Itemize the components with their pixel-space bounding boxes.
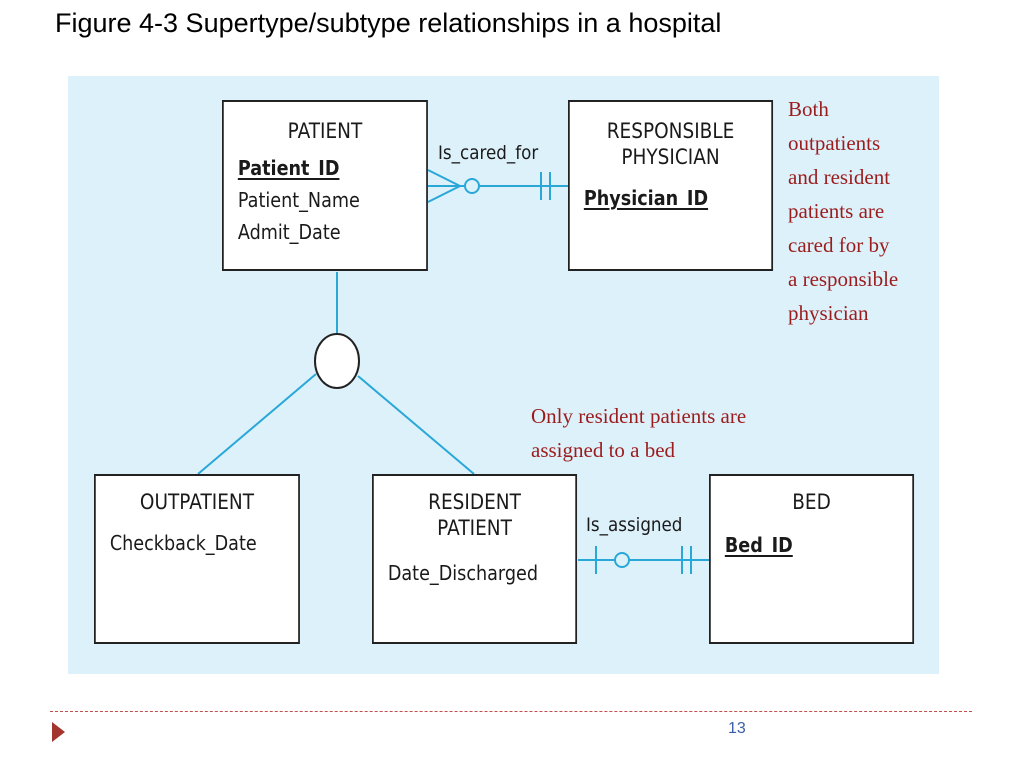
note-line: Both	[788, 97, 829, 121]
optional-circle-bed	[614, 552, 630, 568]
physician-id-attr: Physician_ID	[583, 186, 709, 210]
subtype-line-resident	[357, 375, 475, 475]
checkback-date-attr: Checkback_Date	[109, 531, 257, 555]
note-line: a responsible	[788, 267, 899, 291]
resident-name-line2: PATIENT	[437, 516, 512, 540]
note-line: and resident	[788, 165, 891, 189]
entity-bed-name: BED	[792, 490, 831, 514]
date-discharged-attr: Date_Discharged	[387, 561, 539, 585]
resident-name-line1: RESIDENT	[428, 490, 521, 514]
crows-foot-many	[427, 169, 463, 203]
bed-id-attr: Bed_ID	[724, 533, 793, 557]
entity-outpatient: OUTPATIENT Checkback_Date	[94, 474, 300, 644]
note-line: assigned to a bed	[531, 438, 676, 462]
subtype-circle	[314, 333, 360, 389]
entity-responsible-physician: RESPONSIBLE PHYSICIAN Physician_ID	[568, 100, 774, 271]
entity-resident-patient: RESIDENT PATIENT Date_Discharged	[372, 474, 578, 644]
patient-name-attr: Patient_Name	[237, 188, 360, 212]
physician-note: Both outpatients and resident patients a…	[788, 92, 898, 330]
note-line: cared for by	[788, 233, 890, 257]
entity-patient: PATIENT Patient_ID Patient_Name Admit_Da…	[222, 100, 428, 271]
footer-divider	[50, 711, 972, 712]
entity-outpatient-name: OUTPATIENT	[139, 490, 254, 514]
physician-name-line2: PHYSICIAN	[621, 145, 720, 169]
entity-bed: BED Bed_ID	[709, 474, 915, 644]
physician-name-line1: RESPONSIBLE	[606, 119, 735, 143]
slide-title: Figure 4-3 Supertype/subtype relationshi…	[55, 8, 722, 38]
is-assigned-label: Is_assigned	[586, 514, 683, 536]
footer-arrow-icon	[52, 722, 65, 742]
optional-circle	[464, 178, 480, 194]
note-line: outpatients	[788, 131, 881, 155]
bed-note: Only resident patients are assigned to a…	[531, 399, 746, 467]
is-cared-for-label: Is_cared_for	[438, 142, 539, 164]
note-line: physician	[788, 301, 869, 325]
admit-date-attr: Admit_Date	[237, 220, 341, 244]
patient-id-attr: Patient_ID	[237, 156, 340, 180]
note-line: Only resident patients are	[531, 404, 747, 428]
subtype-line-outpatient	[197, 373, 317, 475]
note-line: patients are	[788, 199, 885, 223]
page-number: 13	[728, 720, 746, 737]
entity-patient-name: PATIENT	[287, 119, 363, 143]
